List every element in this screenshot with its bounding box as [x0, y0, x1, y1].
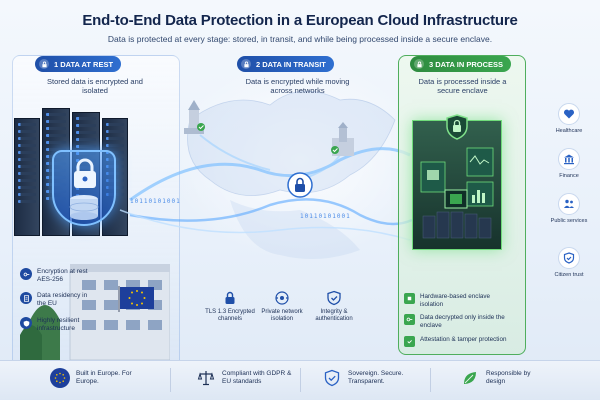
stage-badge-at-rest: 1 DATA AT REST	[35, 56, 122, 72]
feature-integrity: Integrity & authentication	[304, 290, 364, 323]
landmark-tower-icon	[184, 100, 205, 134]
feature-private-network: Private network isolation	[252, 290, 312, 323]
feature-hardware-isolation: Hardware-based enclave isolation	[404, 293, 512, 308]
page-subtitle: Data is protected at every stage: stored…	[107, 34, 493, 44]
feature-decrypted-inside: Data decrypted only inside the enclave	[404, 314, 512, 329]
footer-item-built-in-europe: Built in Europe. For Europe.	[50, 368, 136, 388]
feature-tls: TLS 1.3 Encrypted channels	[200, 290, 260, 323]
stage-label: 1 DATA AT REST	[54, 59, 114, 69]
heart-icon	[558, 103, 580, 125]
binary-stream-text: 10110101001	[130, 198, 181, 205]
shield-check-icon	[322, 368, 342, 388]
leaf-icon	[460, 368, 480, 388]
lock-icon	[222, 290, 238, 306]
feature-attestation: Attestation & tamper protection	[404, 336, 512, 347]
padlock-icon	[74, 158, 96, 188]
server-rack	[14, 118, 40, 236]
people-icon	[558, 193, 580, 215]
sector-label: Citizen trust	[554, 272, 584, 278]
stage-label: 2 DATA IN TRANSIT	[256, 59, 326, 69]
chip-icon	[404, 293, 415, 304]
enclave-screens	[420, 147, 494, 239]
document-icon	[20, 292, 32, 304]
key-icon	[404, 314, 415, 325]
page-title: End-to-End Data Protection in a European…	[82, 12, 518, 29]
feature-text: Hardware-based enclave isolation	[420, 293, 491, 308]
lock-icon	[39, 59, 49, 69]
sector-label: Finance	[559, 173, 579, 179]
sector-healthcare: Healthcare	[546, 103, 592, 135]
footer-item-sovereign: Sovereign. Secure. Transparent.	[322, 368, 420, 388]
eu-building-illustration	[20, 264, 170, 360]
database-icon	[69, 195, 99, 220]
shield-icon	[20, 317, 32, 329]
eu-flag-icon	[50, 368, 70, 388]
lock-icon	[414, 59, 424, 69]
sector-label: Healthcare	[555, 128, 583, 134]
shield-check-icon	[326, 290, 342, 306]
sector-finance: Finance	[546, 148, 592, 180]
stage-badge-in-transit: 2 DATA IN TRANSIT	[237, 56, 334, 72]
landmark-cathedral-icon	[331, 122, 354, 156]
feature-resilient-infrastructure: Highly resilient infrastructure	[20, 317, 97, 333]
stage-label: 3 DATA IN PROCESS	[429, 59, 504, 69]
feature-data-residency: Data residency in the EU	[20, 292, 97, 308]
shield-check-icon	[558, 247, 580, 269]
stage-badge-in-process: 3 DATA IN PROCESS	[410, 56, 512, 72]
binary-stream-text: 10110101001	[300, 213, 351, 220]
feature-text: Private network isolation	[261, 309, 303, 323]
sector-citizen-trust: Citizen trust	[546, 247, 592, 279]
footer-divider	[430, 368, 431, 392]
scales-icon	[196, 368, 216, 388]
bank-icon	[558, 148, 580, 170]
feature-text: Data decrypted only inside the enclave	[420, 314, 505, 329]
footer-divider	[170, 368, 171, 392]
footer-item-gdpr: Compliant with GDPR & EU standards	[196, 368, 302, 388]
feature-text: Integrity & authentication	[315, 309, 353, 323]
feature-text: Encryption at rest AES-256	[37, 268, 88, 283]
footer-divider	[300, 368, 301, 392]
footer-text: Sovereign. Secure. Transparent.	[348, 369, 404, 385]
stage-description-in-process: Data is processed inside a secure enclav…	[418, 77, 507, 96]
lock-icon	[241, 59, 251, 69]
key-icon	[20, 268, 32, 280]
europe-map-backdrop	[170, 60, 430, 260]
footer-text: Built in Europe. For Europe.	[76, 369, 132, 385]
enclave-shield-icon	[446, 114, 468, 140]
feature-text: Attestation & tamper protection	[420, 336, 507, 343]
footer-text: Compliant with GDPR & EU standards	[222, 369, 292, 385]
network-icon	[274, 290, 290, 306]
sector-label: Public services	[550, 218, 588, 224]
feature-text: Data residency in the EU	[37, 292, 88, 307]
check-shield-icon	[404, 336, 415, 347]
transit-lock-icon	[287, 172, 313, 198]
footer-item-responsible: Responsible by design	[460, 368, 538, 388]
eu-flag-icon	[118, 286, 154, 312]
feature-text: Highly resilient infrastructure	[37, 317, 80, 332]
footer-text: Responsible by design	[486, 369, 531, 385]
feature-encryption-at-rest: Encryption at rest AES-256	[20, 268, 97, 284]
sector-public-services: Public services	[546, 193, 592, 225]
stage-description-in-transit: Data is encrypted while moving across ne…	[245, 77, 350, 96]
stage-description-at-rest: Stored data is encrypted and isolated	[47, 77, 143, 96]
feature-text: TLS 1.3 Encrypted channels	[205, 309, 255, 323]
